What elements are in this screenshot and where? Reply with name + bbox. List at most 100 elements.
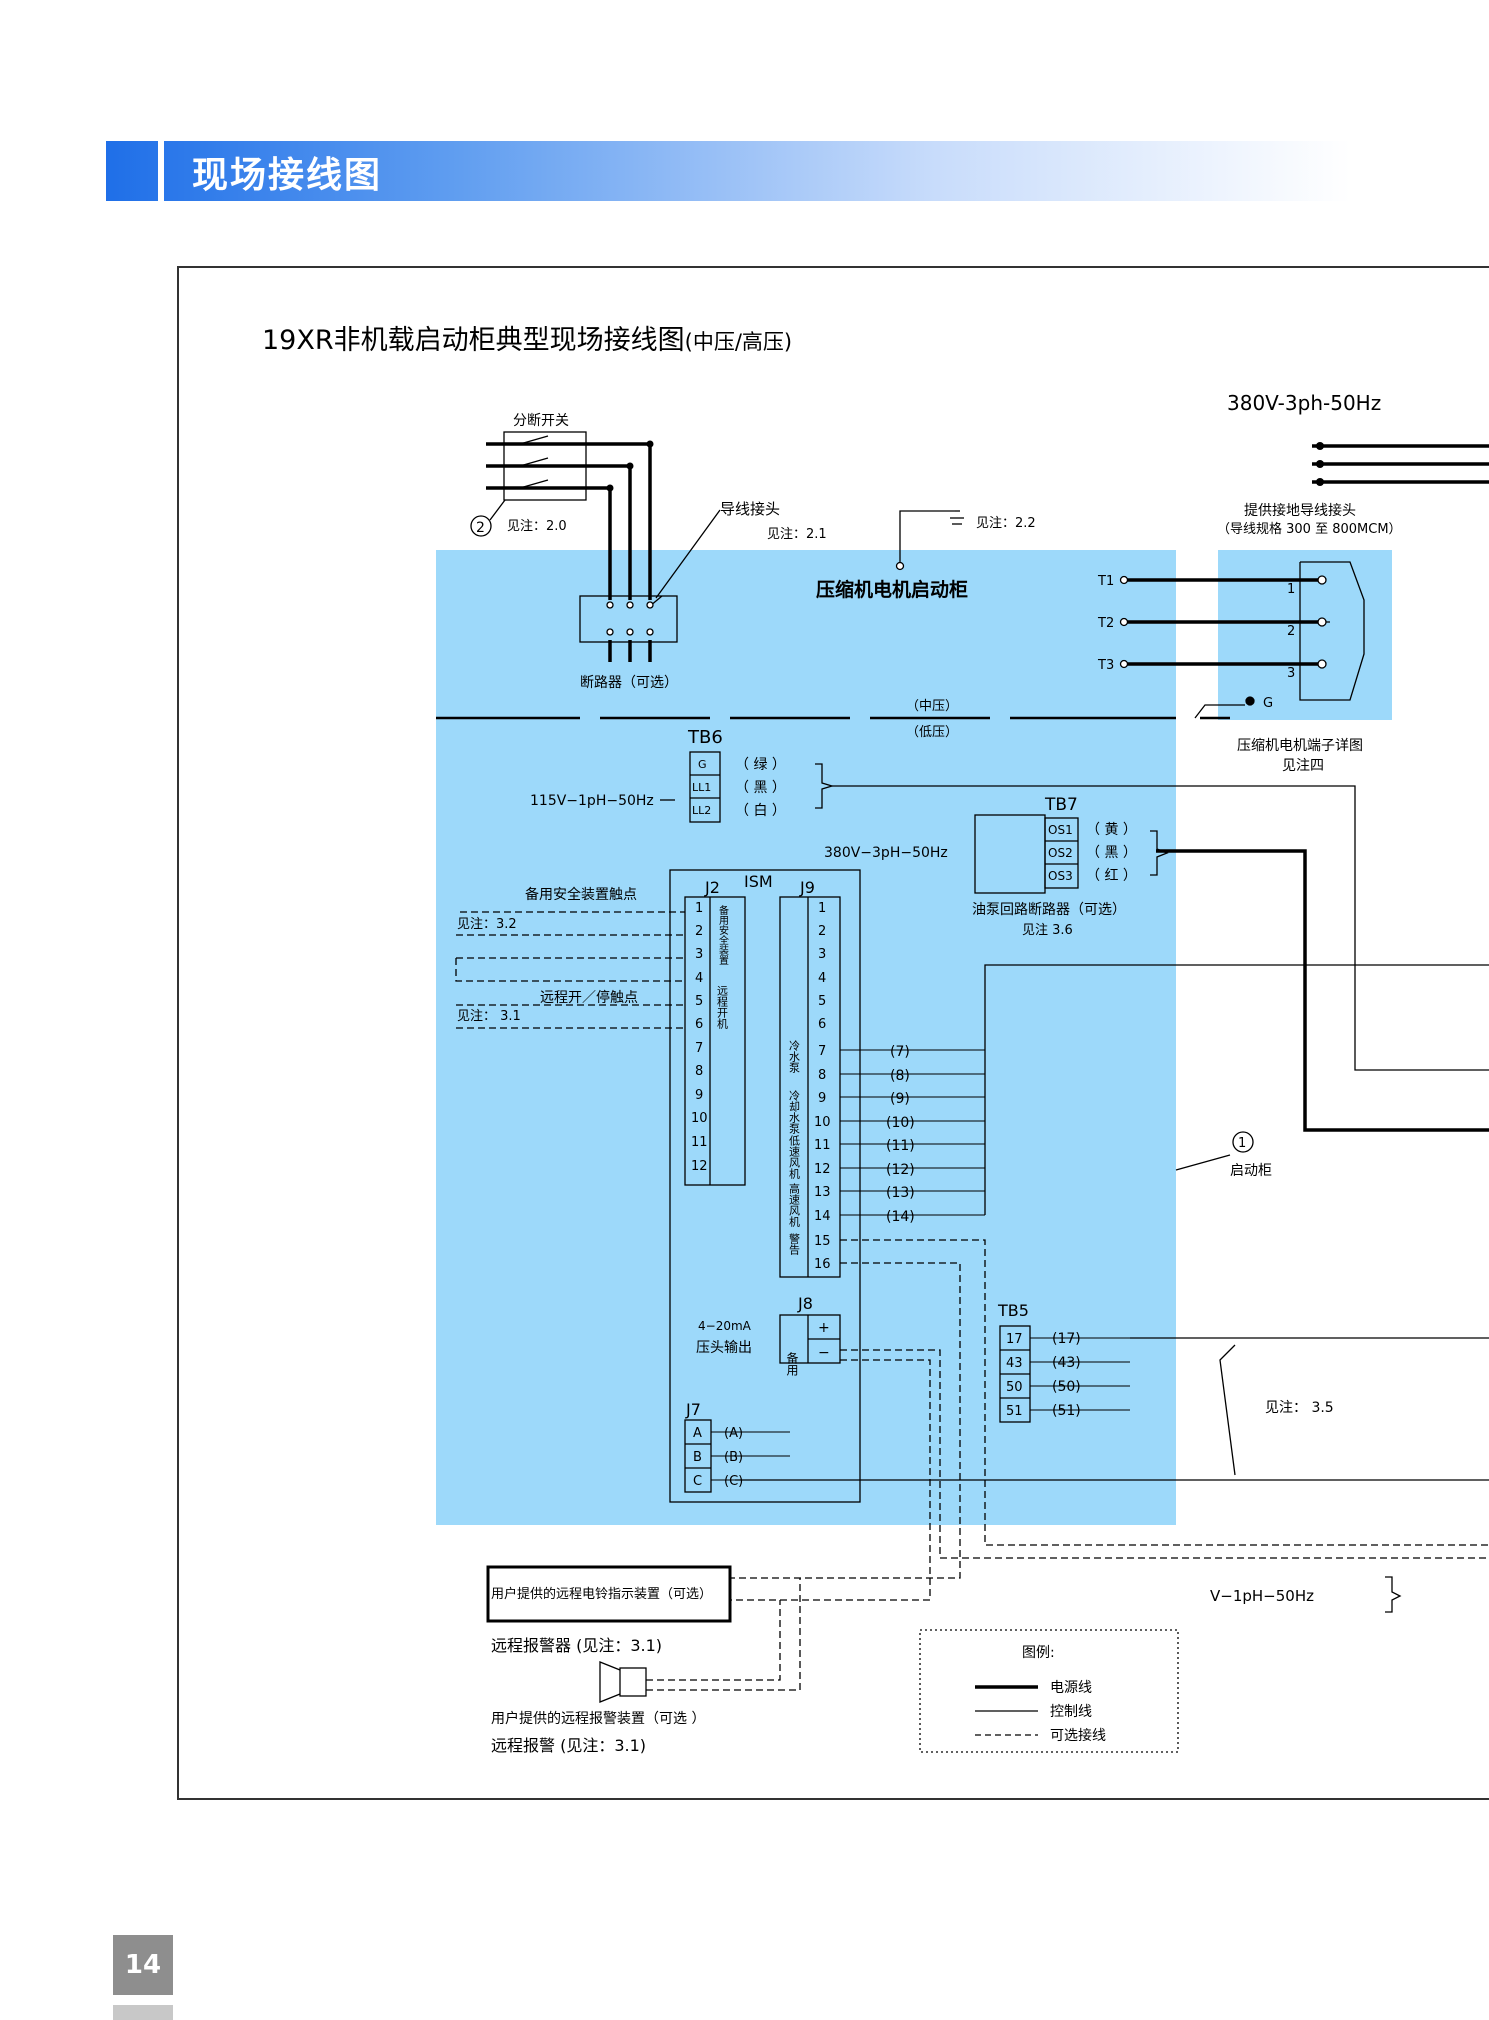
j9-term: 16: [814, 1257, 831, 1272]
j8-term-minus: −: [818, 1345, 830, 1361]
j2-term: 6: [695, 1017, 703, 1032]
j9-label: J9: [799, 878, 815, 897]
j9-wire: (12): [886, 1162, 915, 1178]
j9-wire: (11): [886, 1138, 915, 1154]
note-2-0: 见注：2.0: [507, 519, 567, 534]
tb7-term-os1: OS1: [1048, 823, 1073, 837]
tb7-color-yellow: （ 黄 ）: [1086, 821, 1137, 838]
j8-spare-label: 备用: [785, 1352, 799, 1377]
note-3-1: 见注： 3.1: [457, 1009, 521, 1024]
callout-1: 1: [1238, 1136, 1246, 1151]
legend-title: 图例:: [1022, 1645, 1055, 1661]
j7-wire-c: (C): [724, 1474, 743, 1489]
lug-label: 导线接头: [720, 500, 780, 518]
tb7-color-red: （ 红 ）: [1086, 868, 1137, 884]
j2-term: 12: [691, 1159, 708, 1174]
j9-term: 6: [818, 1017, 826, 1032]
legend-control-line: 控制线: [1050, 1704, 1092, 1720]
note-3-5: 见注： 3.5: [1265, 1400, 1334, 1416]
j2-term: 8: [695, 1064, 703, 1079]
j9-wire: (7): [890, 1044, 910, 1060]
j9-term: 7: [818, 1044, 826, 1059]
j2-term: 10: [691, 1111, 708, 1126]
terminal-num-1: 1: [1287, 582, 1295, 597]
supply-v1ph-label: V−1pH−50Hz: [1210, 1587, 1314, 1605]
j9-term: 1: [818, 901, 826, 916]
tb7-term-os2: OS2: [1048, 846, 1073, 860]
j9-terminals: 1 2 3 4 5 6 7 8 9 10 11 12 13 14 15 16: [814, 901, 831, 1272]
ground-g-label: G: [1263, 696, 1273, 711]
j2-label: J2: [704, 878, 720, 897]
starter-cabinet-label: 压缩机电机启动柜: [816, 578, 968, 601]
breaker-box: [579, 595, 678, 643]
j7-term-b: B: [693, 1450, 702, 1465]
supply-main-label: 380V-3ph-50Hz: [1227, 391, 1381, 415]
tb7-block: [1044, 817, 1079, 889]
supply-380-label: 380V−3pH−50Hz: [824, 845, 948, 861]
section-title: 现场接线图: [192, 155, 383, 196]
j8-label: J8: [797, 1294, 813, 1313]
j9-group-labels: 冷水泵 冷却水泵 低速风机 高速风机 警告: [788, 1040, 801, 1256]
remote-alarm-label: 远程报警器 (见注：3.1): [491, 1636, 662, 1655]
tb6-color-green: （ 绿 ）: [735, 757, 786, 773]
j9-term: 10: [814, 1115, 831, 1130]
alarm-horn: [619, 1667, 647, 1697]
callout-2: 2: [476, 520, 485, 536]
diagram-title: 19XR非机载启动柜典型现场接线图(中压/高压): [262, 318, 792, 357]
motor-detail-label: 压缩机电机端子详图: [1237, 738, 1363, 754]
legend-power-line: 电源线: [1050, 1680, 1092, 1696]
j9-term: 15: [814, 1234, 831, 1249]
j7-wire-a: (A): [724, 1426, 743, 1441]
j9-block: [779, 896, 841, 1278]
disconnect-switch-label: 分断开关: [513, 413, 569, 429]
lv-label: （低压）: [906, 725, 958, 740]
ism-box: [669, 869, 861, 1503]
ground-lug-panel: [1218, 550, 1392, 720]
legend-optional-line: 可选接线: [1050, 1727, 1106, 1744]
j9-wire: (14): [886, 1209, 915, 1225]
tb6-term-ll1: LL1: [692, 781, 711, 794]
terminal-t3: T3: [1097, 658, 1114, 673]
spare-safety-label: 备用安全装置触点: [525, 886, 637, 903]
j9-wire: (8): [890, 1068, 910, 1084]
tb6-term-ll2: LL2: [692, 804, 711, 817]
terminal-t1: T1: [1097, 574, 1114, 589]
j2-block: [684, 896, 746, 1186]
j9-term: 9: [818, 1091, 826, 1106]
tb6-block: [689, 751, 721, 823]
page-number: 14: [113, 1935, 173, 1995]
tb6-color-white: （ 白 ）: [735, 803, 786, 819]
j9-term: 8: [818, 1068, 826, 1083]
j9-wire-labels: (7) (8) (9) (10) (11) (12) (13) (14): [886, 1044, 915, 1225]
j9-group-label: 冷却水泵: [788, 1090, 801, 1134]
remote-contact-label: 远程开／停触点: [540, 989, 638, 1006]
j7-term-c: C: [693, 1474, 702, 1489]
tb5-wire: (17): [1052, 1331, 1081, 1347]
j2-term: 2: [695, 924, 703, 939]
j9-term: 14: [814, 1209, 831, 1224]
j2-spare-safety-label: 备用安全装置: [717, 904, 729, 965]
tb6-term-g: G: [698, 758, 707, 771]
j9-wire: (13): [886, 1185, 915, 1201]
ground-lug-spec: （导线规格 300 至 800MCM）: [1217, 521, 1402, 537]
j9-wire: (10): [886, 1115, 915, 1131]
j9-term: 11: [814, 1138, 831, 1153]
supply-115-label: 115V−1pH−50Hz: [530, 793, 654, 809]
diagram-frame: [177, 266, 1489, 1800]
j9-term: 2: [818, 924, 826, 939]
ground-lug-label: 提供接地导线接头: [1244, 502, 1356, 519]
pressure-output-range: 4−20mA: [698, 1319, 752, 1333]
note-2-1: 见注：2.1: [767, 527, 827, 542]
diagram-title-main: 19XR非机载启动柜典型现场接线图: [262, 325, 685, 356]
tb5-term: 43: [1006, 1356, 1023, 1371]
terminal-num-2: 2: [1287, 624, 1295, 639]
see-note-4: 见注四: [1282, 758, 1324, 774]
j9-term: 13: [814, 1185, 831, 1200]
tb5-wire: (43): [1052, 1355, 1081, 1371]
remote-indicator-box: [486, 1565, 732, 1623]
mv-label: （中压）: [906, 699, 958, 714]
j2-term: 3: [695, 947, 703, 962]
tb5-term: 51: [1006, 1404, 1023, 1419]
j9-group-label: 冷水泵: [788, 1040, 801, 1073]
